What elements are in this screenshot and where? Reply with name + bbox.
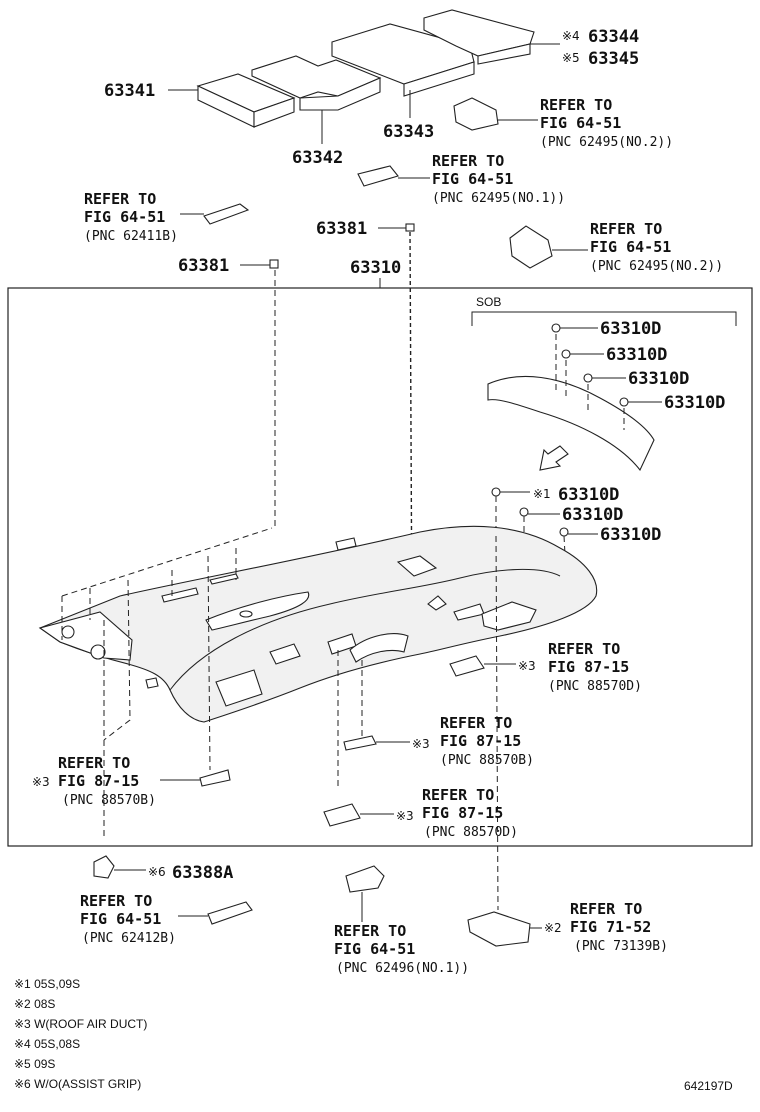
refer-to-label: REFER TO: [548, 640, 620, 658]
fig-71-52-label: FIG 71-52: [570, 918, 651, 936]
fig-87-15-label: FIG 87-15: [440, 732, 521, 750]
pnc-62411b-label: (PNC 62411B): [84, 229, 178, 244]
refer-to-label: REFER TO: [84, 190, 156, 208]
refer-to-label: REFER TO: [570, 900, 642, 918]
note-1: ※1 05S,09S: [14, 977, 80, 991]
fig-64-51-label: FIG 64-51: [334, 940, 415, 958]
fig-87-15-label: FIG 87-15: [422, 804, 503, 822]
clip-63310d: [559, 527, 598, 537]
refer-to-label: REFER TO: [432, 152, 504, 170]
fig-64-51-label: FIG 64-51: [432, 170, 513, 188]
assist-grip-lower-left: [178, 901, 253, 925]
mark-3: ※3: [32, 775, 50, 789]
headliner-frame: [7, 287, 753, 847]
part-number-63381: 63381: [178, 256, 229, 276]
mark-3: ※3: [518, 659, 536, 673]
mark-3: ※3: [396, 809, 414, 823]
refer-to-label: REFER TO: [80, 892, 152, 910]
room-lamp-assembly: [467, 911, 542, 947]
fig-64-51-label: FIG 64-51: [590, 238, 671, 256]
assist-grip-part-left: [180, 203, 250, 225]
insulator-pad-63344-63345: [423, 9, 535, 65]
part-number-63310d: 63310D: [606, 345, 667, 365]
note-3: ※3 W(ROOF AIR DUCT): [14, 1017, 147, 1031]
mark-2: ※2: [544, 921, 562, 935]
part-number-63310: 63310: [350, 258, 401, 278]
refer-to-label: REFER TO: [422, 786, 494, 804]
refer-to-label: REFER TO: [334, 922, 406, 940]
clip-63310d: [551, 323, 598, 333]
clip-63381-left: [240, 259, 279, 269]
clip-63310d: [491, 487, 530, 497]
part-number-63341: 63341: [104, 81, 155, 101]
assist-grip-bracket-upper-right: [453, 97, 538, 131]
pnc-73139b-label: (PNC 73139B): [574, 939, 668, 954]
note-2: ※2 08S: [14, 997, 55, 1011]
mark-4: ※4: [562, 29, 580, 43]
part-number-63388a: 63388A: [172, 863, 233, 883]
pnc-62495-no1-label: (PNC 62495(NO.1)): [432, 191, 565, 206]
mark-6: ※6: [148, 865, 166, 879]
assist-grip-lower-center: [345, 865, 385, 922]
part-number-63343: 63343: [383, 122, 434, 142]
clip-63310d: [561, 349, 604, 359]
mark-5: ※5: [562, 51, 580, 65]
part-number-63310d: 63310D: [600, 319, 661, 339]
pnc-88570d-label: (PNC 88570D): [548, 679, 642, 694]
part-number-63381: 63381: [316, 219, 367, 239]
mark-3: ※3: [412, 737, 430, 751]
air-duct-vent-left: [160, 769, 231, 787]
note-6: ※6 W/O(ASSIST GRIP): [14, 1077, 141, 1091]
pnc-88570b-label: (PNC 88570B): [440, 753, 534, 768]
note-5: ※5 09S: [14, 1057, 55, 1071]
clip-63388a: [93, 855, 146, 879]
part-number-63310d: 63310D: [562, 505, 623, 525]
mark-1: ※1: [533, 487, 551, 501]
refer-to-label: REFER TO: [440, 714, 512, 732]
clip-63310d: [519, 507, 560, 517]
insulator-pad-63341: [196, 73, 296, 128]
fig-87-15-label: FIG 87-15: [548, 658, 629, 676]
roof-headliner-63310: [38, 525, 598, 723]
insulator-pad-63342: [251, 55, 382, 111]
refer-to-label: REFER TO: [58, 754, 130, 772]
notes-legend: ※1 05S,09S ※2 08S ※3 W(ROOF AIR DUCT) ※4…: [14, 977, 147, 1091]
pnc-62412b-label: (PNC 62412B): [82, 931, 176, 946]
insulator-pad-63343: [331, 23, 475, 97]
diagram-code: 642197D: [684, 1079, 733, 1093]
pnc-88570b-label: (PNC 88570B): [62, 793, 156, 808]
air-duct-grille-right: [449, 655, 516, 677]
part-number-63310d: 63310D: [558, 485, 619, 505]
part-number-63310d: 63310D: [628, 369, 689, 389]
fig-64-51-label: FIG 64-51: [540, 114, 621, 132]
air-duct-grille-lower: [323, 803, 394, 827]
assist-grip-bracket-right: [509, 225, 588, 269]
pnc-62495-no2-label: (PNC 62495(NO.2)): [540, 135, 673, 150]
part-number-63310d: 63310D: [600, 525, 661, 545]
clip-63381-right: [378, 223, 415, 232]
pnc-88570d-label: (PNC 88570D): [424, 825, 518, 840]
part-number-63344: 63344: [588, 27, 639, 47]
clip-63310d: [583, 373, 626, 383]
fig-64-51-label: FIG 64-51: [80, 910, 161, 928]
direction-arrow-icon: [539, 445, 569, 471]
sob-roof-detail: [487, 334, 655, 472]
part-number-63345: 63345: [588, 49, 639, 69]
air-duct-vent-center: [343, 735, 410, 751]
assist-grip-part-mid: [357, 165, 430, 187]
note-4: ※4 05S,08S: [14, 1037, 80, 1051]
fig-64-51-label: FIG 64-51: [84, 208, 165, 226]
clip-63310d: [619, 397, 662, 407]
sob-label: SOB: [476, 295, 501, 309]
fig-87-15-label: FIG 87-15: [58, 772, 139, 790]
refer-to-label: REFER TO: [590, 220, 662, 238]
pnc-62495-no2-label: (PNC 62495(NO.2)): [590, 259, 723, 274]
part-number-63310d: 63310D: [664, 393, 725, 413]
refer-to-label: REFER TO: [540, 96, 612, 114]
pnc-62496-no1-label: (PNC 62496(NO.1)): [336, 961, 469, 976]
part-number-63342: 63342: [292, 148, 343, 168]
